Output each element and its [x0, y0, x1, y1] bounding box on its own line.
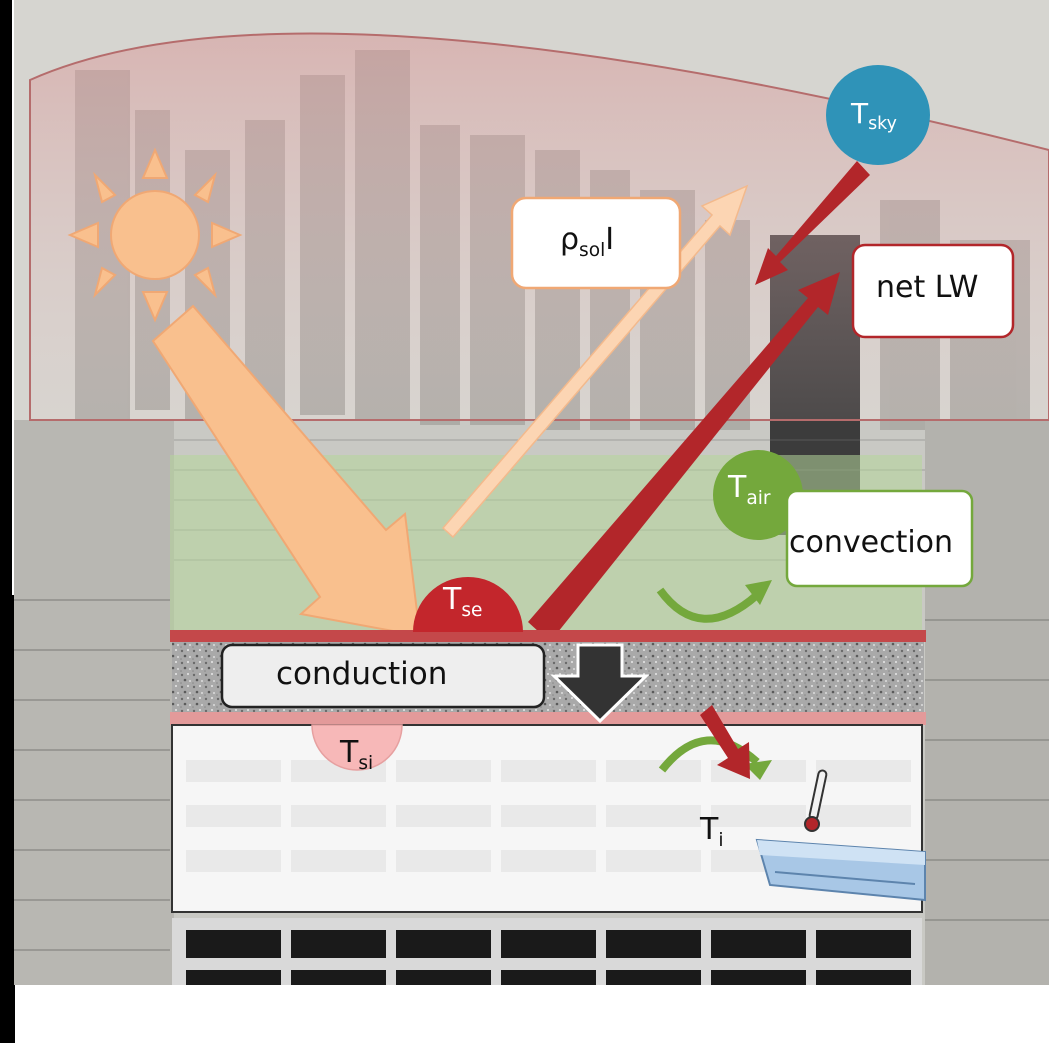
t-sky-label: Tsky	[851, 97, 897, 134]
t-air-main: T	[728, 470, 747, 505]
t-sky-sub: sky	[868, 114, 897, 135]
conduction-arrow	[550, 643, 650, 724]
lower-floor	[172, 918, 922, 985]
rho-sol-label-box	[510, 196, 682, 290]
t-si-label: Tsi	[340, 735, 373, 774]
conduction-label: conduction	[276, 656, 448, 692]
net-lw-label-box	[851, 243, 1015, 339]
rho-main: ρ	[560, 222, 580, 257]
thermometer-icon	[804, 769, 828, 832]
t-i-main: T	[700, 812, 719, 847]
rho-sub: sol	[579, 239, 606, 261]
net-lw-label: net LW	[876, 270, 979, 305]
air-conditioner-icon	[755, 838, 926, 902]
rho-sol-label: ρsolI	[560, 222, 615, 261]
conduction-label-box	[220, 643, 546, 709]
t-se-bubble	[412, 576, 523, 632]
solar-incident-arrow	[151, 304, 422, 638]
t-si-sub: si	[358, 752, 374, 774]
t-i-sub: i	[718, 829, 724, 851]
t-i-label: Ti	[700, 812, 724, 851]
t-se-label: Tse	[443, 582, 482, 621]
convection-label: convection	[789, 525, 954, 560]
convection-label-box	[785, 489, 974, 588]
sky-longwave-arrow	[755, 161, 870, 285]
t-se-sub: se	[461, 599, 483, 621]
net-longwave-arrow	[528, 272, 840, 642]
rho-tail: I	[605, 222, 615, 257]
t-air-label: Tair	[728, 470, 771, 509]
indoor-radiation-arrow	[700, 705, 750, 779]
sun-icon	[67, 147, 243, 323]
t-si-main: T	[340, 735, 359, 770]
t-air-bubble	[713, 450, 803, 540]
left-frame-bar	[0, 0, 15, 1043]
t-sky-main: T	[851, 97, 869, 130]
outdoor-convection-arrow	[656, 580, 772, 623]
t-si-bubble	[311, 724, 403, 771]
t-se-main: T	[443, 582, 462, 617]
t-air-sub: air	[746, 487, 771, 509]
t-sky-bubble	[826, 65, 930, 165]
